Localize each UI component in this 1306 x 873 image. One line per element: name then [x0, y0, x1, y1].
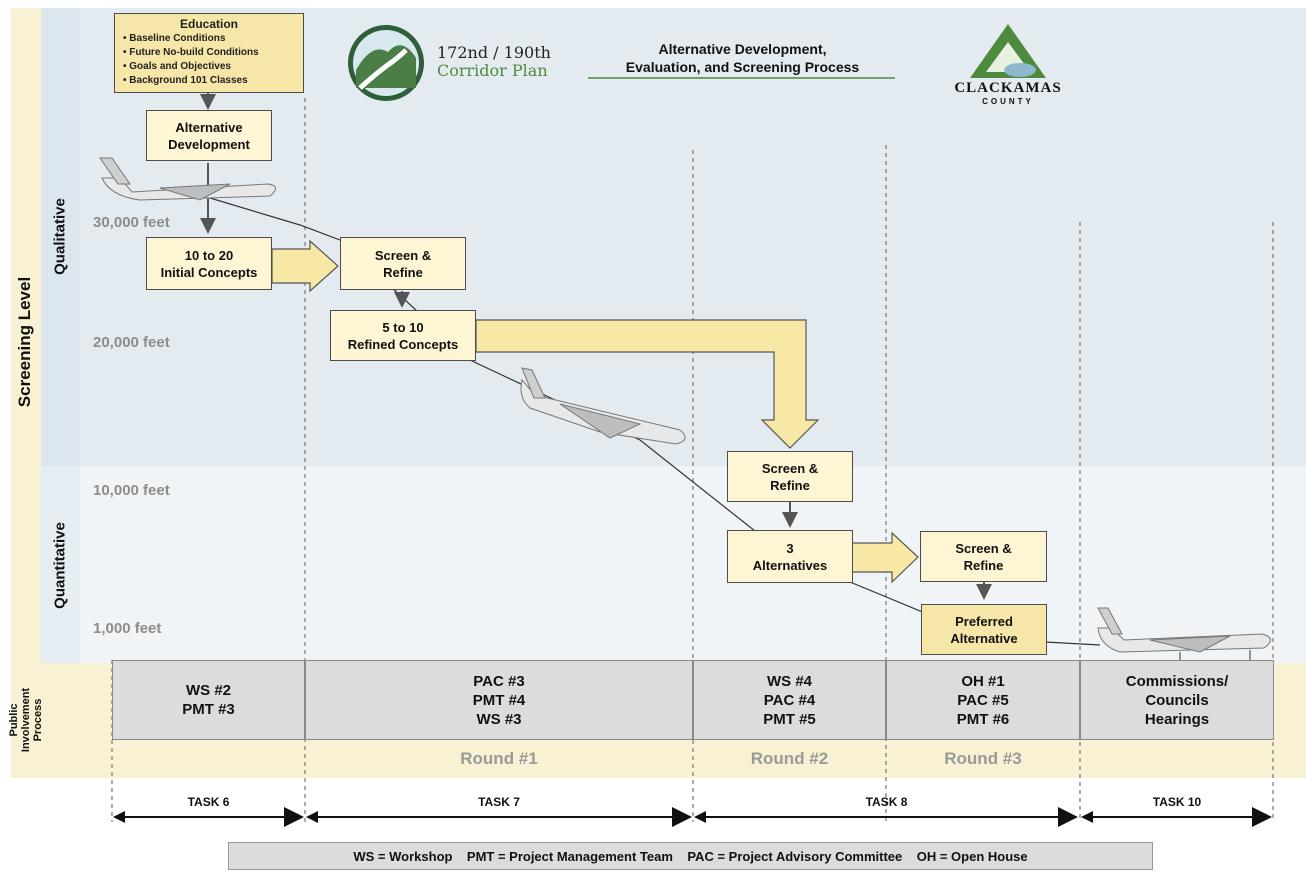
- title-line2: Evaluation, and Screening Process: [625, 59, 860, 75]
- title-line1: Alternative Development,: [658, 41, 827, 57]
- meeting-line: WS #3: [476, 710, 522, 728]
- box-line: Screen &: [374, 247, 432, 263]
- clackamas-logo-icon: [970, 24, 1046, 78]
- meeting-line: WS #4: [766, 672, 812, 690]
- meeting-line: PMT #5: [763, 710, 816, 728]
- education-item: • Goals and Objectives: [123, 61, 231, 72]
- logo-line2: Corridor Plan: [437, 61, 548, 80]
- box-line: Refined Concepts: [347, 336, 459, 352]
- education-box: Education • Baseline Conditions • Future…: [114, 13, 304, 93]
- box-line: Refine: [963, 557, 1004, 573]
- refined-concepts-box: 5 to 10 Refined Concepts: [330, 310, 476, 361]
- initial-concepts-box: 10 to 20 Initial Concepts: [146, 237, 272, 290]
- education-item: • Background 101 Classes: [123, 75, 248, 86]
- county-sub: COUNTY: [982, 97, 1034, 106]
- education-item: • Baseline Conditions: [123, 33, 226, 44]
- box-line: 3: [786, 540, 794, 556]
- altitude-10000: 10,000 feet: [93, 482, 170, 499]
- meeting-line: Hearings: [1144, 710, 1210, 728]
- meeting-line: PAC #5: [957, 691, 1009, 709]
- alternative-development-box: Alternative Development: [146, 110, 272, 161]
- qualitative-side: [41, 8, 80, 466]
- education-title: Education: [179, 17, 238, 31]
- meeting-box-task7: PAC #3 PMT #4 WS #3: [305, 660, 693, 740]
- screen-refine-box-3: Screen & Refine: [920, 531, 1047, 582]
- altitude-30000: 30,000 feet: [93, 214, 170, 231]
- airplane-icon-1: [99, 157, 276, 201]
- task-6-label: TASK 6: [187, 795, 230, 809]
- round-3-label: Round #3: [944, 749, 1022, 768]
- box-line: Refine: [383, 264, 423, 280]
- box-line: Screen &: [761, 460, 819, 476]
- meeting-line: OH #1: [961, 672, 1005, 690]
- page-title: Alternative Development, Evaluation, and…: [575, 40, 910, 76]
- meeting-line: PAC #4: [763, 691, 816, 709]
- logo-title: 172nd / 190th Corridor Plan: [437, 44, 551, 80]
- meeting-box-round2: WS #4 PAC #4 PMT #5: [693, 660, 886, 740]
- legend-text: WS = Workshop PMT = Project Management T…: [353, 848, 1028, 864]
- airplane-icon-3: [1097, 607, 1271, 660]
- arrow-three-to-screen: [851, 531, 919, 584]
- screen-refine-box-2: Screen & Refine: [727, 451, 853, 502]
- box-line: Alternative: [175, 119, 243, 135]
- legend: WS = Workshop PMT = Project Management T…: [228, 842, 1153, 870]
- meeting-line: PAC #3: [473, 672, 525, 690]
- three-alternatives-box: 3 Alternatives: [727, 530, 853, 583]
- altitude-20000: 20,000 feet: [93, 334, 170, 351]
- meeting-line: WS #2: [185, 682, 231, 699]
- meeting-line: Councils: [1145, 691, 1209, 709]
- box-line: 5 to 10: [382, 319, 424, 335]
- altitude-1000: 1,000 feet: [93, 620, 162, 637]
- box-line: Preferred: [955, 613, 1013, 629]
- meeting-box-round3: OH #1 PAC #5 PMT #6: [886, 660, 1080, 740]
- box-line: Alternatives: [752, 557, 828, 573]
- box-line: Initial Concepts: [160, 264, 258, 280]
- arrow-initial-to-screen: [271, 239, 339, 293]
- education-item: • Future No-build Conditions: [123, 47, 259, 58]
- box-line: Development: [168, 136, 250, 152]
- meeting-line: Commissions/: [1125, 672, 1229, 690]
- county-name: CLACKAMAS: [954, 80, 1062, 96]
- box-line: Alternative: [950, 630, 1018, 646]
- meeting-line: PMT #4: [472, 691, 526, 709]
- meeting-line: PMT #3: [182, 701, 235, 718]
- airplane-icon-2: [520, 367, 686, 445]
- round-2-label: Round #2: [750, 749, 829, 768]
- round-1-label: Round #1: [460, 749, 538, 768]
- logo-line1: 172nd / 190th: [437, 43, 551, 62]
- arrow-refined-to-screen: [475, 319, 820, 449]
- preferred-alternative-box: Preferred Alternative: [921, 604, 1047, 655]
- task-10-label: TASK 10: [1152, 795, 1202, 809]
- corridor-logo-icon: [348, 25, 424, 101]
- meeting-box-task10: Commissions/ Councils Hearings: [1080, 660, 1274, 740]
- meeting-box-task6: WS #2 PMT #3: [112, 660, 305, 740]
- box-line: Refine: [770, 477, 810, 493]
- meeting-line: PMT #6: [956, 710, 1010, 728]
- box-line: 10 to 20: [184, 247, 234, 263]
- task-7-label: TASK 7: [478, 795, 520, 809]
- quantitative-side: [41, 466, 80, 663]
- task-8-label: TASK 8: [865, 795, 908, 809]
- screen-refine-box-1: Screen & Refine: [340, 237, 466, 290]
- left-band: [11, 8, 41, 778]
- box-line: Screen &: [955, 540, 1012, 556]
